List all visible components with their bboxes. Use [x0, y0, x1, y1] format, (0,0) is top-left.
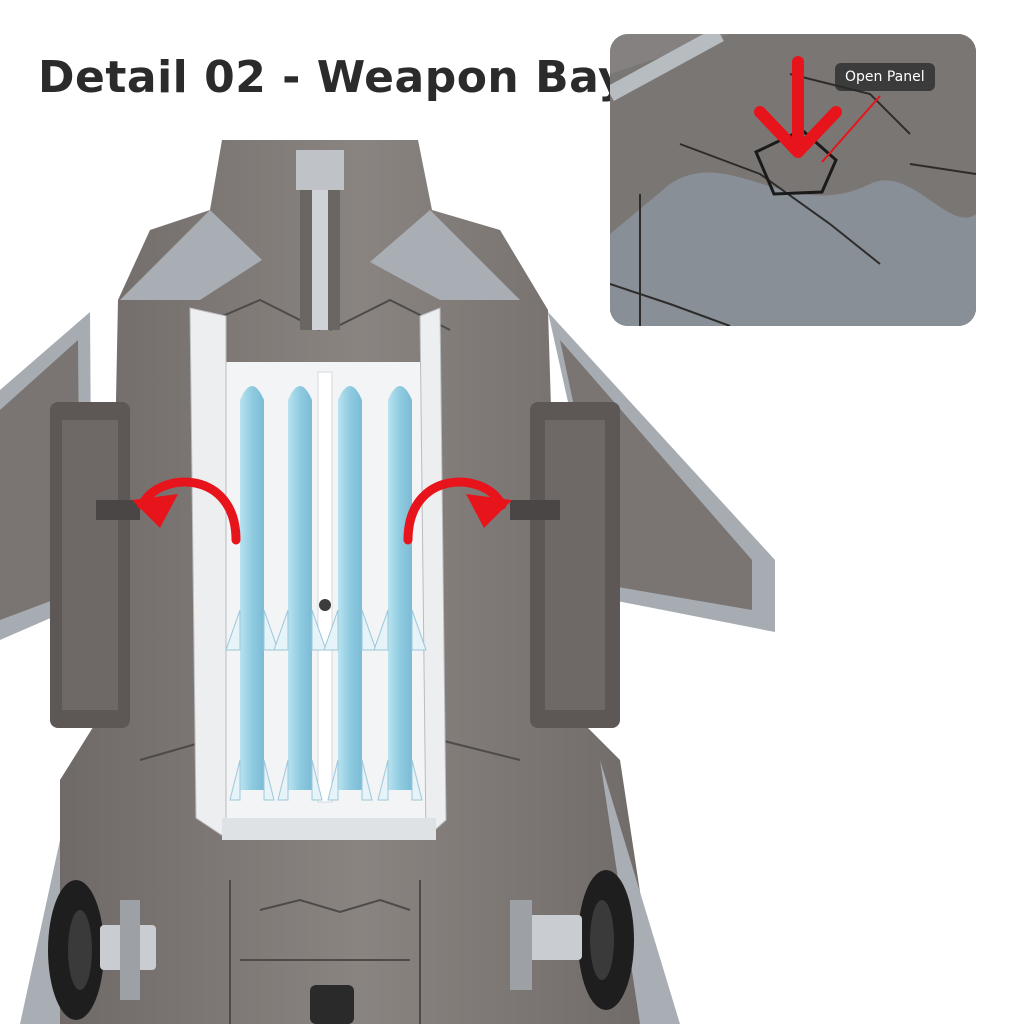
left-main-gear	[48, 880, 156, 1020]
missiles	[225, 386, 427, 801]
right-main-gear	[510, 870, 634, 1010]
curved-arrow-heads	[132, 494, 512, 528]
curved-arrow-icon	[137, 477, 507, 545]
rear-gear	[310, 985, 354, 1024]
left-side-door	[50, 402, 140, 728]
page-title: Detail 02 - Weapon Bay	[38, 52, 628, 103]
pointer-line	[821, 95, 881, 163]
right-side-door	[510, 402, 620, 728]
open-panel-label: Open Panel	[835, 63, 935, 91]
arrow-down-icon	[754, 56, 842, 158]
weapon-bay	[189, 307, 447, 840]
